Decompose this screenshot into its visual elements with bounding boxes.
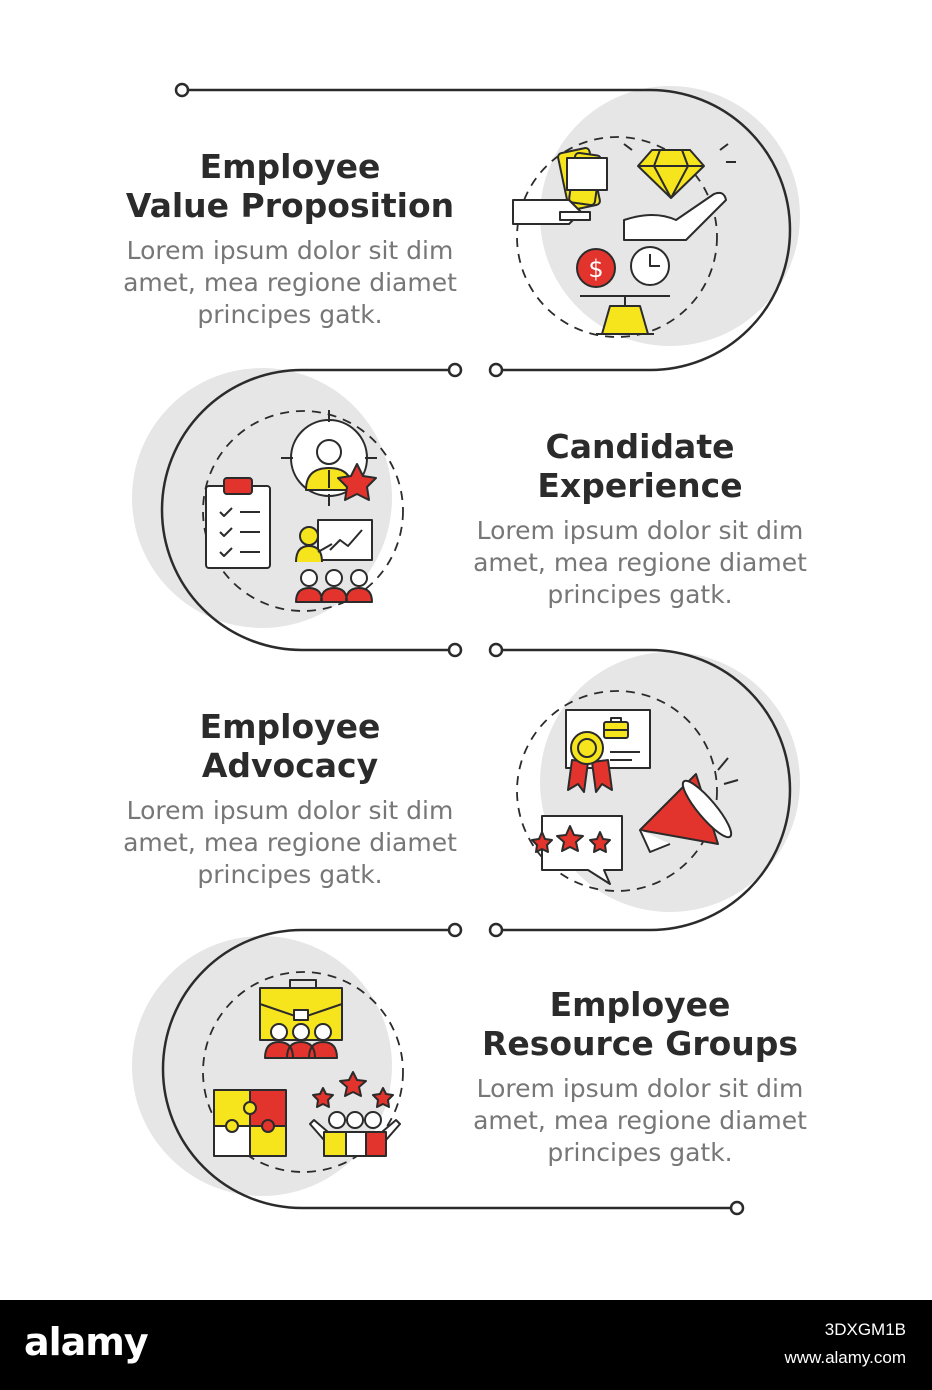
step-description: Lorem ipsum dolor sit dim amet, mea regio… <box>100 795 480 891</box>
step-description: Lorem ipsum dolor sit dim amet, mea regio… <box>100 235 480 331</box>
step-description: Lorem ipsum dolor sit dim amet, mea regio… <box>450 1073 830 1169</box>
connector-dot <box>488 362 504 378</box>
description-line: amet, mea regione diamet <box>123 828 457 857</box>
step-1-dashed-ring <box>516 136 718 338</box>
end-dot <box>729 1200 745 1216</box>
certificate-briefcase-icon <box>565 709 651 793</box>
team-briefcase-icon <box>259 979 343 1059</box>
connector-dot <box>447 922 463 938</box>
megaphone-icon <box>639 757 739 853</box>
step-4-dashed-ring <box>202 971 404 1173</box>
watermark-logo: alamy <box>24 1320 149 1364</box>
title-line: Resource Groups <box>481 1024 799 1063</box>
description-line: amet, mea regione diamet <box>473 548 807 577</box>
watermark-url: www.alamy.com <box>784 1348 906 1367</box>
description-line: Lorem ipsum dolor sit dim <box>476 1074 804 1103</box>
puzzle-icon <box>213 1089 287 1157</box>
description-line: Lorem ipsum dolor sit dim <box>126 796 454 825</box>
connector-dot <box>488 922 504 938</box>
watermark-image-id: 3DXGM1B <box>824 1320 906 1339</box>
diamond-hand-icon <box>623 143 736 241</box>
infographic-artwork: $ <box>132 82 800 1216</box>
step-3-dashed-ring <box>516 690 718 892</box>
step-description: Lorem ipsum dolor sit dim amet, mea regio… <box>450 515 830 611</box>
description-line: amet, mea regione diamet <box>123 268 457 297</box>
title-line: Employee <box>549 985 731 1024</box>
description-line: amet, mea regione diamet <box>473 1106 807 1135</box>
connector-dot <box>447 642 463 658</box>
description-line: Lorem ipsum dolor sit dim <box>126 236 454 265</box>
title-line: Experience <box>537 466 743 505</box>
svg-text:$: $ <box>588 255 603 283</box>
money-time-balance-icon: $ <box>576 246 670 335</box>
checklist-clipboard-icon <box>205 477 271 569</box>
connector-dot <box>488 642 504 658</box>
description-line: principes gatk. <box>547 1138 733 1167</box>
description-line: principes gatk. <box>197 300 383 329</box>
title-line: Value Proposition <box>125 186 455 225</box>
description-line: principes gatk. <box>547 580 733 609</box>
candidate-target-icon <box>281 410 377 506</box>
presentation-audience-icon <box>295 519 373 603</box>
rating-stars-bubble-icon <box>531 815 623 885</box>
description-line: principes gatk. <box>197 860 383 889</box>
timeline-line <box>160 88 792 1210</box>
start-dot <box>174 82 190 98</box>
title-line: Advocacy <box>201 746 379 785</box>
title-line: Employee <box>199 147 381 186</box>
team-stars-icon <box>309 1071 401 1157</box>
step-2-dashed-ring <box>202 410 404 612</box>
description-line: Lorem ipsum dolor sit dim <box>476 516 804 545</box>
connector-dot <box>447 362 463 378</box>
title-line: Employee <box>199 707 381 746</box>
watermark-footer: alamy 3DXGM1B www.alamy.com <box>0 1300 932 1390</box>
title-line: Candidate <box>545 427 735 466</box>
money-handshake-icon <box>512 147 608 225</box>
